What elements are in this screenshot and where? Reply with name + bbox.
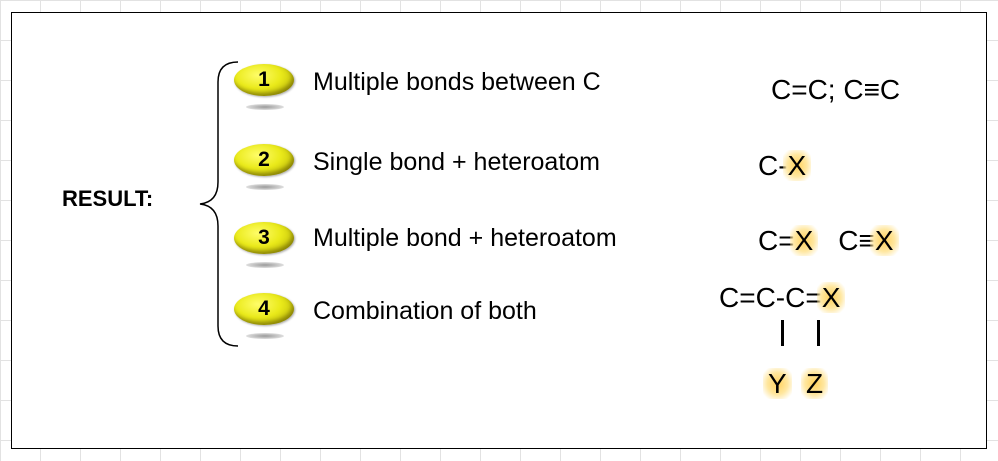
formula-3-triple-carbon: C≡ [838, 225, 875, 256]
item-3-shadow [246, 262, 284, 268]
item-3-text: Multiple bond + heteroatom [313, 224, 617, 252]
item-1-badge: 1 [234, 64, 294, 96]
formula-4: C=C-C=X [719, 282, 846, 313]
formula-4-heteroatom: X [816, 282, 846, 313]
formula-1: C=C; C≡C [771, 74, 901, 105]
item-2-shadow [246, 184, 284, 190]
formula-2-heteroatom: X [782, 150, 812, 181]
item-4-text: Combination of both [313, 297, 537, 325]
formula-4-bond-y [781, 320, 784, 346]
result-label: RESULT: [62, 186, 154, 211]
formula-3-heteroatom-2: X [869, 225, 899, 256]
formula-2: C-X [758, 150, 812, 181]
item-4-shadow [246, 333, 284, 339]
formula-4-bond-z [817, 320, 820, 346]
formula-4-substituent-y: Y [763, 368, 792, 399]
item-4-badge: 4 [234, 293, 294, 325]
formula-4-substituent-z: Z [801, 368, 829, 399]
item-2-text: Single bond + heteroatom [313, 148, 601, 176]
item-1-text: Multiple bonds between C [313, 68, 601, 96]
item-1-shadow [246, 104, 284, 110]
formula-3-heteroatom-1: X [789, 225, 819, 256]
formula-4-y-label: Y [763, 368, 792, 399]
formula-3-double-carbon: C= [758, 225, 795, 256]
item-2-badge: 2 [234, 144, 294, 176]
item-3-badge: 3 [234, 222, 294, 254]
formula-4-z-label: Z [801, 368, 829, 399]
formula-4-chain: C=C-C= [719, 282, 822, 313]
